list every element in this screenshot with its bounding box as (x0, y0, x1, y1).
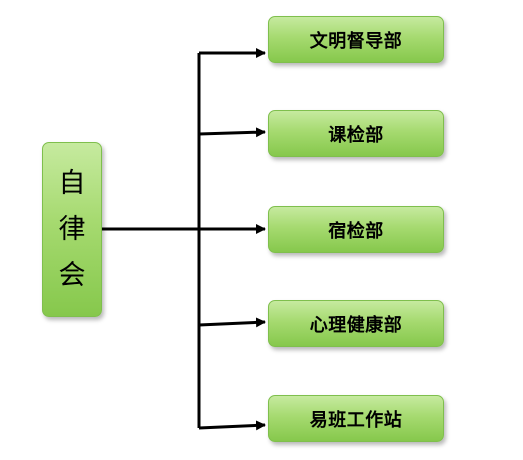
dept-node-civility-supervision: 文明督导部 (268, 16, 444, 63)
arrow-to-dept-2 (198, 127, 266, 138)
arrow-to-dept-4 (198, 317, 266, 328)
root-char-3: 会 (58, 259, 86, 291)
dept-node-yiban-workstation: 易班工作站 (268, 395, 444, 442)
arrow-to-dept-5 (198, 420, 266, 431)
root-char-2: 律 (58, 213, 86, 245)
dept-label: 宿检部 (328, 220, 384, 242)
dept-node-dorm-inspection: 宿检部 (268, 206, 444, 253)
root-char-1: 自 (58, 167, 86, 199)
dept-node-class-inspection: 课检部 (268, 110, 444, 157)
dept-label: 文明督导部 (309, 30, 403, 52)
dept-label: 易班工作站 (309, 409, 403, 431)
root-node-self-discipline-committee: 自 律 会 (42, 142, 102, 317)
dept-label: 课检部 (328, 124, 384, 146)
dept-node-mental-health: 心理健康部 (268, 300, 444, 347)
dept-label: 心理健康部 (309, 314, 403, 336)
